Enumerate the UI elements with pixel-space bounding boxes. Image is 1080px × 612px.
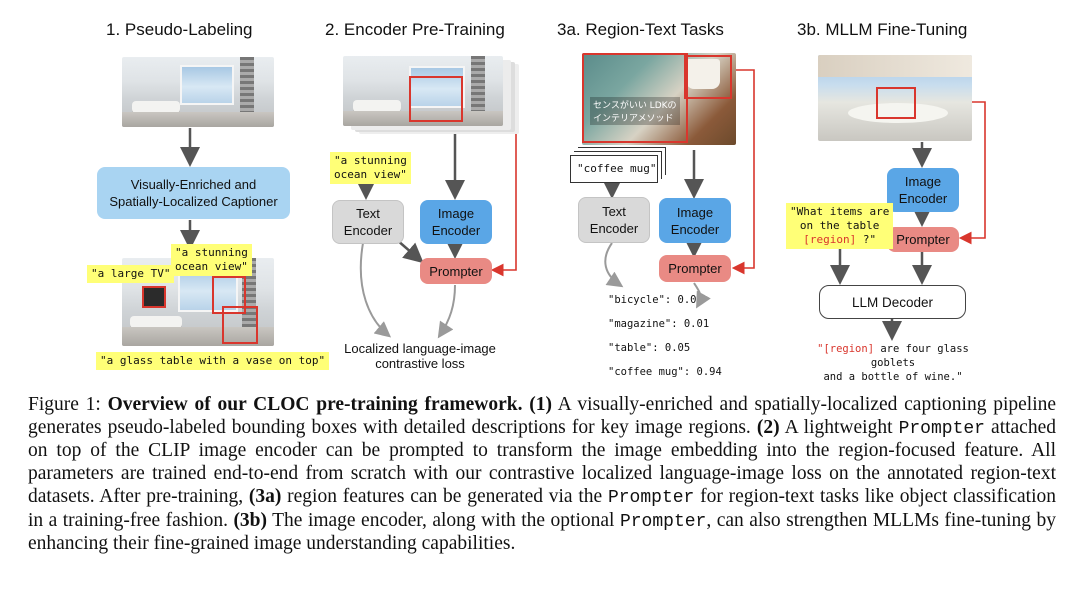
pretrain-region-box: [409, 76, 463, 122]
pretrain-room-photo: [343, 56, 503, 126]
captioner-line-2: Spatially-Localized Captioner: [109, 194, 278, 209]
prompter-box-3b: Prompter: [887, 227, 959, 252]
section-title-region-text: 3a. Region-Text Tasks: [557, 20, 724, 39]
image-encoder-line-1: Image: [437, 206, 475, 221]
arrow-text-encoder-to-prompter: [396, 239, 424, 264]
caption-part-1: A visually-enriched and spatially-locali…: [28, 394, 1057, 438]
caption-figure-label: Figure 1:: [28, 394, 101, 415]
arrow-text-to-loss: [359, 242, 392, 338]
caption-part-3b-b: , can also strengthen MLLMs fine-tuning …: [28, 509, 1056, 555]
caption-prompter-2: Prompter: [607, 487, 695, 508]
label-glass-table: "a glass table with a vase on top": [96, 352, 330, 370]
question-region-token: [region]: [803, 233, 857, 246]
question-line-3: [region] ?": [790, 233, 889, 247]
score-bicycle: "bicycle": 0.0: [608, 294, 697, 306]
score-coffee-mug: "coffee mug": 0.94: [608, 366, 722, 378]
caption-tag-1: (1): [529, 394, 552, 415]
figure-diagram: 1. Pseudo-Labeling 2. Encoder Pre-Traini…: [87, 20, 988, 384]
section-title-pseudo-labeling: 1. Pseudo-Labeling: [106, 20, 253, 39]
contrastive-loss-label: Localized language-image contrastive los…: [310, 341, 530, 371]
answer-line-1: are four glass goblets: [870, 343, 969, 369]
text-encoder-line-2: Encoder: [343, 223, 393, 238]
caption-tag-2: (2): [756, 416, 780, 438]
arrow-prompter-to-scores: [693, 282, 711, 309]
living-room-photo: [122, 57, 274, 127]
score-magazine: "magazine": 0.01: [608, 318, 710, 330]
caption-part-3b-a: The image encoder, along with the option…: [267, 509, 620, 531]
loss-line-1: Localized language-image: [344, 341, 496, 356]
magazine-text-1: センスがいい LDKの: [593, 101, 677, 111]
llm-decoder-box: LLM Decoder: [819, 285, 966, 319]
image-encoder-3a-line-1: Image: [676, 204, 714, 220]
coffee-mug: [686, 59, 720, 89]
section-title-mllm-finetuning: 3b. MLLM Fine-Tuning: [797, 20, 968, 39]
magazine-photo: センスがいい LDKの インテリアメソッド: [582, 53, 736, 145]
section-title-encoder-pretraining: 2. Encoder Pre-Training: [325, 20, 505, 39]
magazine-region-box: [582, 53, 688, 143]
captioner-line-1: Visually-Enriched and: [130, 177, 257, 192]
caption-prompter-3: Prompter: [619, 511, 707, 532]
mllm-question: "What items are on the table [region] ?": [786, 203, 894, 249]
caption-part-2a: A lightweight: [779, 416, 899, 438]
arrow-text-to-scores: [604, 242, 624, 288]
magazine-text-2: インテリアメソッド: [593, 114, 674, 124]
image-encoder-3b-line-1: Image: [904, 174, 942, 189]
label-stunning-line-1: "a stunning: [175, 246, 248, 259]
loss-line-2: contrastive loss: [375, 356, 465, 371]
question-line-1: "What items are: [790, 205, 890, 218]
prompter-box: Prompter: [420, 258, 492, 284]
image-encoder-line-2: Encoder: [431, 223, 481, 238]
caption-prompter-1: Prompter: [898, 418, 985, 439]
text-encoder-3a-line-1: Text: [602, 204, 626, 219]
label-stunning-line-2: ocean view": [175, 260, 248, 273]
query-text: "coffee mug": [577, 162, 657, 175]
text-encoder-3a-line-2: Encoder: [589, 221, 639, 236]
text-encoder-line-1: Text: [356, 206, 380, 221]
caption-part-3a-a: region features can be generated via the: [281, 485, 608, 507]
mllm-answer: "[region] are four glass goblets and a b…: [798, 342, 988, 384]
figure-caption: Figure 1: Overview of our CLOC pre-train…: [28, 394, 1056, 556]
caption-title: Overview of our CLOC pre-training framew…: [107, 394, 523, 415]
tv-region-box: [142, 286, 166, 308]
image-encoder-3a-line-2: Encoder: [670, 221, 720, 237]
score-table: "table": 0.05: [608, 342, 691, 354]
answer-line-2: and a bottle of wine.": [823, 371, 963, 383]
question-line-2: on the table: [799, 219, 880, 232]
caption-part-3a-b: for region-text tasks like object classi…: [28, 485, 1057, 531]
terrace-photo: [818, 55, 972, 141]
magazine-caption: センスがいい LDKの インテリアメソッド: [590, 97, 680, 125]
image-encoder-3b-line-2: Encoder: [898, 191, 948, 206]
caption-part-2b: attached on top of the CLIP image encode…: [28, 416, 1056, 507]
caption-tag-3a: (3a): [248, 485, 282, 507]
goblets-region-box: [876, 87, 916, 119]
question-end: ?": [856, 233, 877, 246]
pretrain-prompt: "a stunning ocean view": [330, 152, 411, 184]
pretrain-prompt-line-1: "a stunning: [334, 154, 407, 167]
label-stunning-view: "a stunning ocean view": [171, 244, 252, 276]
table-region-box: [222, 306, 258, 344]
ocean-region-box: [212, 276, 246, 314]
pretrain-prompt-line-2: ocean view": [334, 168, 407, 181]
arrow-prompter-to-loss: [437, 284, 456, 339]
arrow-region-to-prompter-3a: [731, 69, 755, 275]
table-surface: [848, 103, 948, 123]
label-large-tv: "a large TV": [87, 265, 175, 283]
prompter-box-3a: Prompter: [659, 255, 731, 282]
query-cards: "coffee mug": [570, 155, 658, 183]
mug-region-box: [684, 55, 732, 99]
answer-region-token: "[region]: [817, 343, 875, 355]
caption-tag-3b: (3b): [233, 509, 268, 531]
